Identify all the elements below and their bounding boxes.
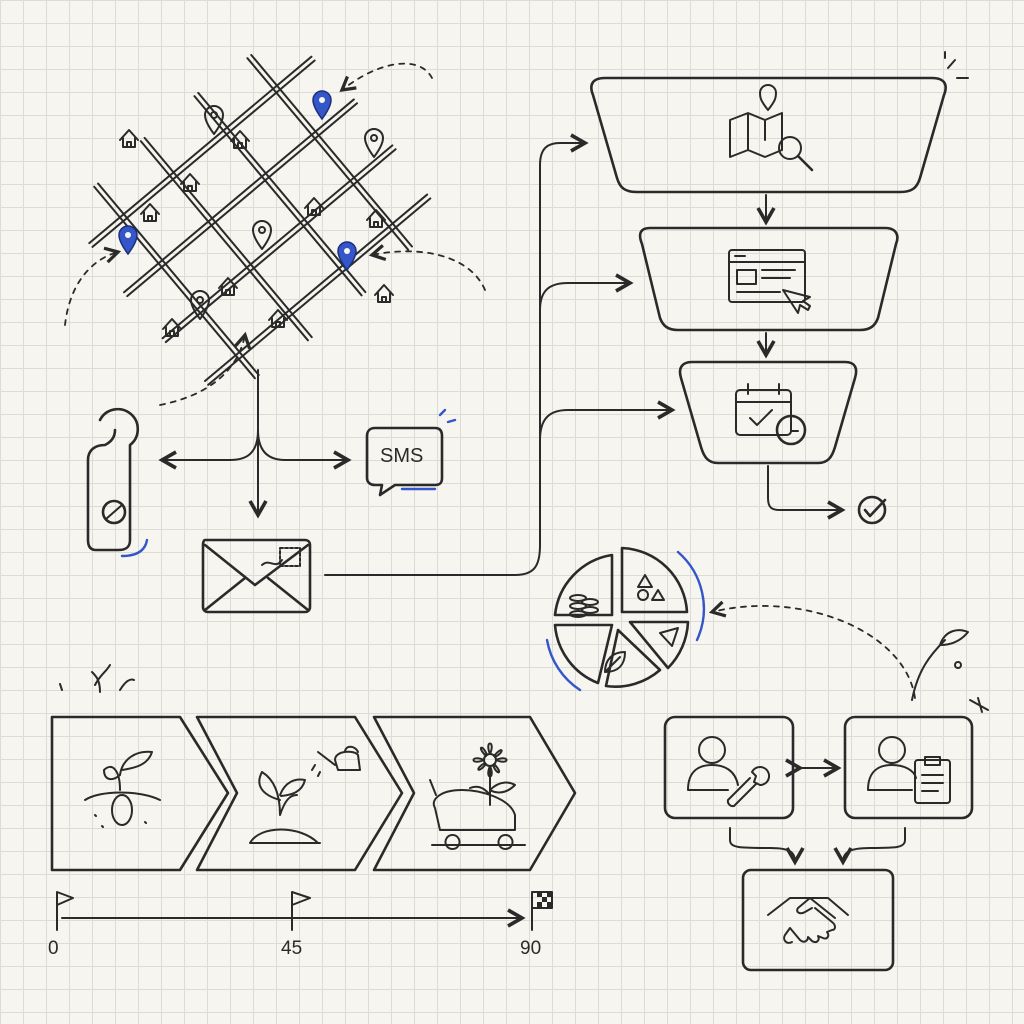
technician-box (663, 715, 795, 820)
envelope-icon (201, 538, 312, 614)
door-hanger-icon (86, 407, 149, 558)
channel-split-arrows (158, 369, 352, 519)
merge-arrow (729, 827, 805, 866)
timeline-mid-label: 45 (281, 938, 303, 959)
stage-planting-chevron (50, 715, 230, 872)
start-flag-icon (56, 891, 74, 931)
timeline-end-label: 90 (520, 938, 542, 959)
funnel-stage-website (638, 226, 899, 332)
funnel-stage-search (590, 51, 969, 194)
branch-arrow (539, 400, 676, 441)
sms-bubble (365, 408, 457, 497)
midpoint-flag-icon (291, 891, 311, 931)
timeline (56, 891, 553, 931)
sms-label: SMS (380, 445, 424, 467)
highlighted-pin (118, 225, 138, 255)
sprout-doodle (911, 629, 989, 713)
dashed-arrow (159, 331, 252, 406)
pie-chart-icon (545, 546, 706, 692)
dashed-arrow (64, 246, 122, 326)
merge-arrow (833, 827, 906, 866)
funnel-stage-booking (678, 360, 858, 465)
branch-arrow (539, 273, 634, 311)
stage-blooming-chevron (372, 715, 577, 872)
calendar-clock-icon (735, 383, 807, 446)
stage-watering-chevron (195, 715, 404, 872)
map-search-icon (729, 84, 814, 172)
envelope-to-funnel-line (324, 133, 589, 576)
splash-doodle (59, 664, 135, 693)
dashed-arrow (339, 62, 433, 93)
highlighted-pin (312, 90, 332, 120)
conversion-arrow (767, 465, 846, 520)
dashed-feedback-arrow (708, 600, 916, 699)
manager-box (843, 715, 974, 820)
location-pins (118, 90, 384, 320)
dashed-arrow (368, 244, 486, 291)
webpage-cursor-icon (728, 249, 811, 314)
handshake-box (741, 868, 895, 972)
street-map (64, 53, 486, 406)
timeline-start-label: 0 (48, 938, 59, 959)
checkmark-circle-icon (857, 495, 887, 525)
